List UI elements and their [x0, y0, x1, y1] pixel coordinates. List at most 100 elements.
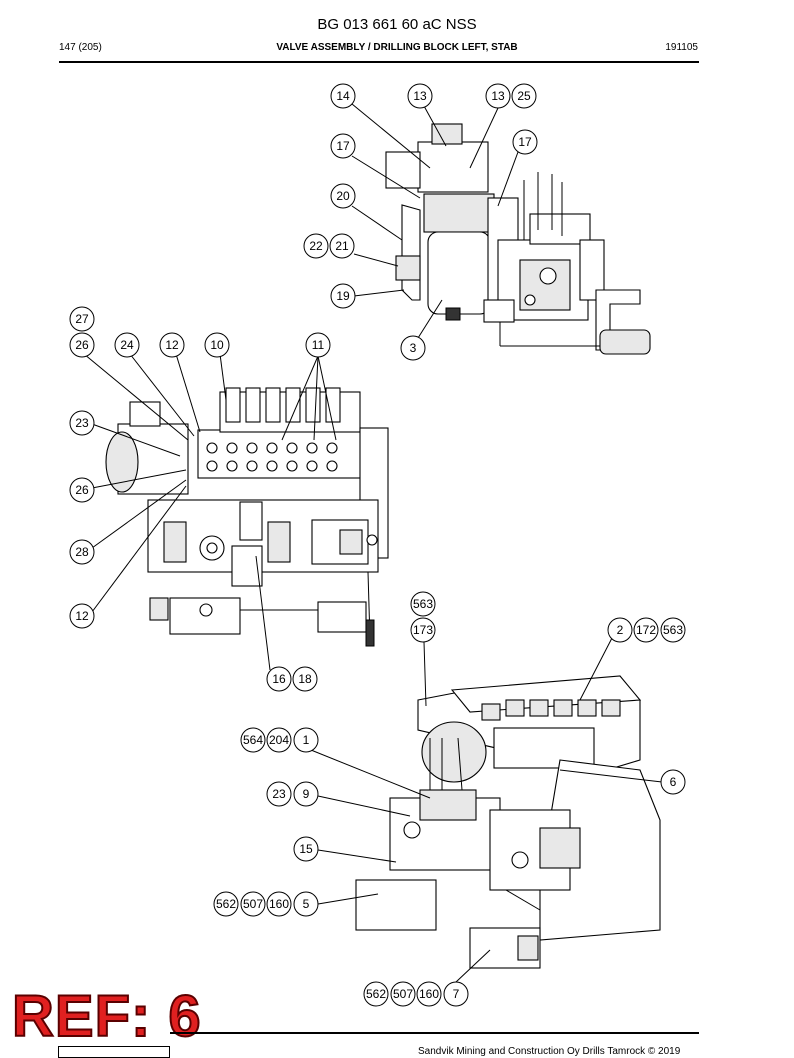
callout-bubble: 13	[485, 83, 511, 109]
header-rule	[59, 61, 699, 63]
callout-bubble: 23	[266, 781, 292, 807]
callout-number: 22	[309, 239, 323, 253]
callout-bubble: 507	[390, 981, 416, 1007]
callout-bubble: 21	[329, 233, 355, 259]
callout-number: 563	[663, 623, 683, 637]
callout-number: 2	[617, 623, 624, 637]
callout-bubble: 25	[511, 83, 537, 109]
callout-bubble: 26	[69, 477, 95, 503]
callout-number: 172	[636, 623, 656, 637]
callout-bubble: 13	[407, 83, 433, 109]
callout-number: 5	[303, 897, 310, 911]
callout-bubble: 12	[69, 603, 95, 629]
callout-number: 564	[243, 733, 263, 747]
callout-bubble: 17	[512, 129, 538, 155]
callout-bubble: 7	[443, 981, 469, 1007]
callout-bubble: 28	[69, 539, 95, 565]
callout-number: 19	[336, 289, 350, 303]
page-number: 147 (205)	[59, 42, 102, 53]
callout-number: 23	[75, 416, 89, 430]
filter-valve-assembly-illustration	[385, 123, 651, 355]
callout-bubble: 16	[266, 666, 292, 692]
section-title: VALVE ASSEMBLY / DRILLING BLOCK LEFT, ST…	[276, 42, 518, 53]
callout-number: 13	[413, 89, 427, 103]
document-date: 191105	[665, 42, 698, 53]
callout-bubble: 562	[363, 981, 389, 1007]
callout-number: 507	[243, 897, 263, 911]
callout-number: 12	[75, 609, 89, 623]
callout-number: 18	[298, 672, 312, 686]
callout-number: 20	[336, 189, 350, 203]
callout-number: 14	[336, 89, 350, 103]
callout-number: 15	[299, 842, 313, 856]
callout-number: 17	[518, 135, 532, 149]
callout-number: 173	[413, 623, 433, 637]
drilling-block-valve-illustration	[105, 387, 389, 647]
callout-bubble: 11	[305, 332, 331, 358]
callout-bubble: 18	[292, 666, 318, 692]
callout-number: 11	[312, 338, 325, 352]
callout-bubble: 563	[660, 617, 686, 643]
callout-bubble: 10	[204, 332, 230, 358]
callout-bubble: 9	[293, 781, 319, 807]
callout-number: 13	[491, 89, 505, 103]
callout-bubble: 564	[240, 727, 266, 753]
callout-number: 21	[335, 239, 349, 253]
callout-bubble: 17	[330, 133, 356, 159]
mounted-assembly-illustration	[355, 675, 661, 969]
callout-number: 17	[336, 139, 350, 153]
callout-bubble: 14	[330, 83, 356, 109]
callout-number: 562	[216, 897, 236, 911]
callout-number: 1	[303, 733, 310, 747]
callout-bubble: 160	[416, 981, 442, 1007]
callout-number: 23	[272, 787, 286, 801]
callout-number: 6	[670, 775, 677, 789]
callout-bubble: 3	[400, 335, 426, 361]
callout-number: 27	[75, 312, 89, 326]
callout-number: 507	[393, 987, 413, 1001]
callout-bubble: 204	[266, 727, 292, 753]
callout-number: 24	[120, 338, 134, 352]
callout-bubble: 1	[293, 727, 319, 753]
callout-bubble: 2	[607, 617, 633, 643]
callout-bubble: 172	[633, 617, 659, 643]
callout-bubble: 24	[114, 332, 140, 358]
callout-number: 3	[410, 341, 417, 355]
callout-number: 160	[419, 987, 439, 1001]
callout-number: 26	[75, 483, 89, 497]
callout-number: 28	[75, 545, 89, 559]
callout-bubble: 26	[69, 332, 95, 358]
callout-number: 204	[269, 733, 289, 747]
callout-number: 562	[366, 987, 386, 1001]
callout-bubble: 19	[330, 283, 356, 309]
callout-bubble: 173	[410, 617, 436, 643]
callout-number: 25	[517, 89, 531, 103]
callout-bubble: 12	[159, 332, 185, 358]
callout-bubble: 160	[266, 891, 292, 917]
callout-number: 10	[210, 338, 224, 352]
callout-bubble: 563	[410, 591, 436, 617]
callout-number: 16	[272, 672, 286, 686]
callout-bubble: 20	[330, 183, 356, 209]
callout-bubbles: 14 13 13 25 17 17 20 22 21 19 3 27 26 24…	[69, 83, 686, 1007]
callout-bubble: 27	[69, 306, 95, 332]
company-logo	[58, 1046, 170, 1058]
callout-bubble: 6	[660, 769, 686, 795]
callout-bubble: 507	[240, 891, 266, 917]
footer-copyright: Sandvik Mining and Construction Oy Drill…	[418, 1046, 681, 1057]
document-title: BG 013 661 60 aC NSS	[317, 16, 477, 33]
callout-number: 563	[413, 597, 433, 611]
callout-number: 7	[453, 987, 460, 1001]
callout-number: 160	[269, 897, 289, 911]
callout-bubble: 22	[303, 233, 329, 259]
ref-stamp: REF: 6	[11, 984, 202, 1049]
callout-number: 9	[303, 787, 310, 801]
callout-bubble: 562	[213, 891, 239, 917]
leader-lines	[83, 103, 663, 983]
callout-bubble: 5	[293, 891, 319, 917]
callout-bubble: 15	[293, 836, 319, 862]
callout-number: 12	[165, 338, 179, 352]
callout-number: 26	[75, 338, 89, 352]
footer-rule	[170, 1032, 699, 1034]
